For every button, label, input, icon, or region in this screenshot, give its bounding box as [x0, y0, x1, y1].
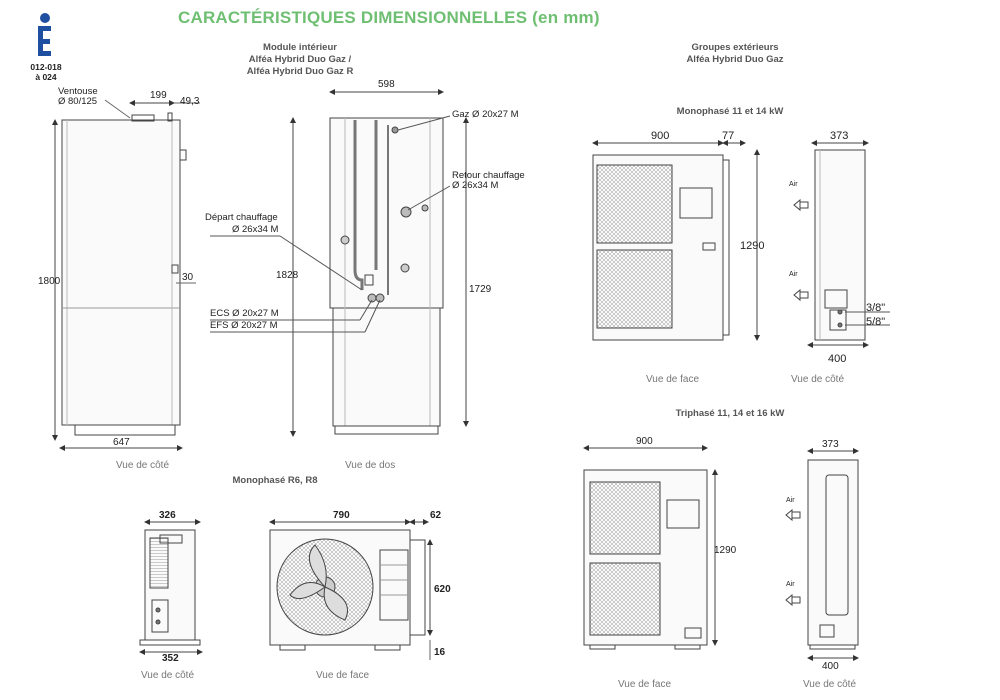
r6-dim-790: 790	[333, 510, 350, 521]
tri-dim-400: 400	[822, 661, 839, 672]
efs-label: EFS Ø 20x27 M	[210, 320, 278, 331]
tri-dim-1290: 1290	[714, 545, 737, 556]
indoor-header-2: Alféa Hybrid Duo Gaz /	[248, 54, 352, 65]
mono-r6-r8-header: Monophasé R6, R8	[232, 475, 318, 486]
page-title: CARACTÉRISTIQUES DIMENSIONNELLES (en mm)	[178, 8, 600, 27]
dim-1729: 1729	[469, 284, 492, 295]
indoor-side-caption: Vue de côté	[116, 460, 170, 471]
ventouse-size: Ø 80/125	[58, 96, 98, 107]
outdoor-header-2: Alféa Hybrid Duo Gaz	[686, 54, 784, 65]
indoor-header-3: Alféa Hybrid Duo Gaz R	[246, 66, 354, 77]
tri-side-view	[785, 448, 859, 661]
ecs-label: ECS Ø 20x27 M	[210, 308, 279, 319]
r6-dim-62: 62	[430, 510, 442, 521]
dim-199: 199	[150, 90, 167, 101]
mono-11-14-header: Monophasé 11 et 14 kW	[676, 106, 784, 117]
mono-r6-r8-side-view	[139, 519, 203, 655]
indoor-header-1: Module intérieur	[263, 42, 337, 53]
badge-graphic	[38, 13, 51, 56]
indoor-back-view	[210, 89, 469, 437]
r6-dim-352: 352	[162, 653, 179, 664]
outdoor-header-1: Groupes extérieurs	[691, 42, 779, 53]
tri-dim-900: 900	[636, 436, 653, 447]
indoor-side-view	[52, 99, 200, 451]
info-e-badge-icon	[36, 12, 54, 58]
depart-label-1: Départ chauffage	[205, 212, 278, 223]
r6-dim-326: 326	[159, 510, 176, 521]
r6-side-caption: Vue de côté	[141, 670, 195, 681]
tri-header: Triphasé 11, 14 et 16 kW	[675, 408, 785, 419]
badge-code-2: à 024	[35, 72, 57, 82]
mono-air-label-2: Air	[789, 271, 798, 278]
mono-dim-3-8: 3/8"	[866, 302, 886, 314]
tri-face-caption: Vue de face	[618, 679, 672, 690]
tri-face-view	[583, 445, 718, 650]
tri-air-label-2: Air	[786, 581, 795, 588]
dim-30: 30	[182, 272, 194, 283]
mono-side-caption: Vue de côté	[791, 374, 845, 385]
mono-dim-5-8: 5/8"	[866, 316, 886, 328]
ventouse-label: Ventouse	[58, 86, 98, 97]
mono-air-label-1: Air	[789, 181, 798, 188]
depart-label-2: Ø 26x34 M	[232, 224, 279, 235]
gaz-label: Gaz Ø 20x27 M	[452, 109, 519, 120]
r6-dim-16: 16	[434, 647, 446, 658]
tri-side-caption: Vue de côté	[803, 679, 857, 690]
tri-air-label-1: Air	[786, 497, 795, 504]
dim-1800: 1800	[38, 276, 61, 287]
mono-dim-77: 77	[722, 130, 735, 142]
mono-dim-1290: 1290	[740, 240, 765, 252]
dim-49-3: 49,3	[180, 96, 200, 107]
mono-dim-373: 373	[830, 130, 849, 142]
indoor-back-caption: Vue de dos	[345, 460, 396, 471]
retour-label-2: Ø 26x34 M	[452, 180, 499, 191]
r6-dim-620: 620	[434, 584, 451, 595]
mono-dim-900: 900	[651, 130, 670, 142]
dim-1828: 1828	[276, 270, 299, 281]
retour-label-1: Retour chauffage	[452, 170, 525, 181]
dim-598: 598	[378, 79, 395, 90]
mono-11-14-side-view	[793, 140, 890, 348]
r6-face-caption: Vue de face	[316, 670, 370, 681]
mono-r6-r8-face-view	[269, 519, 433, 660]
badge-code-1: 012-018	[30, 62, 62, 72]
dim-647: 647	[113, 437, 130, 448]
mono-dim-400: 400	[828, 353, 847, 365]
mono-11-14-face-view	[592, 140, 760, 341]
tri-dim-373: 373	[822, 439, 839, 450]
mono-face-caption: Vue de face	[646, 374, 700, 385]
